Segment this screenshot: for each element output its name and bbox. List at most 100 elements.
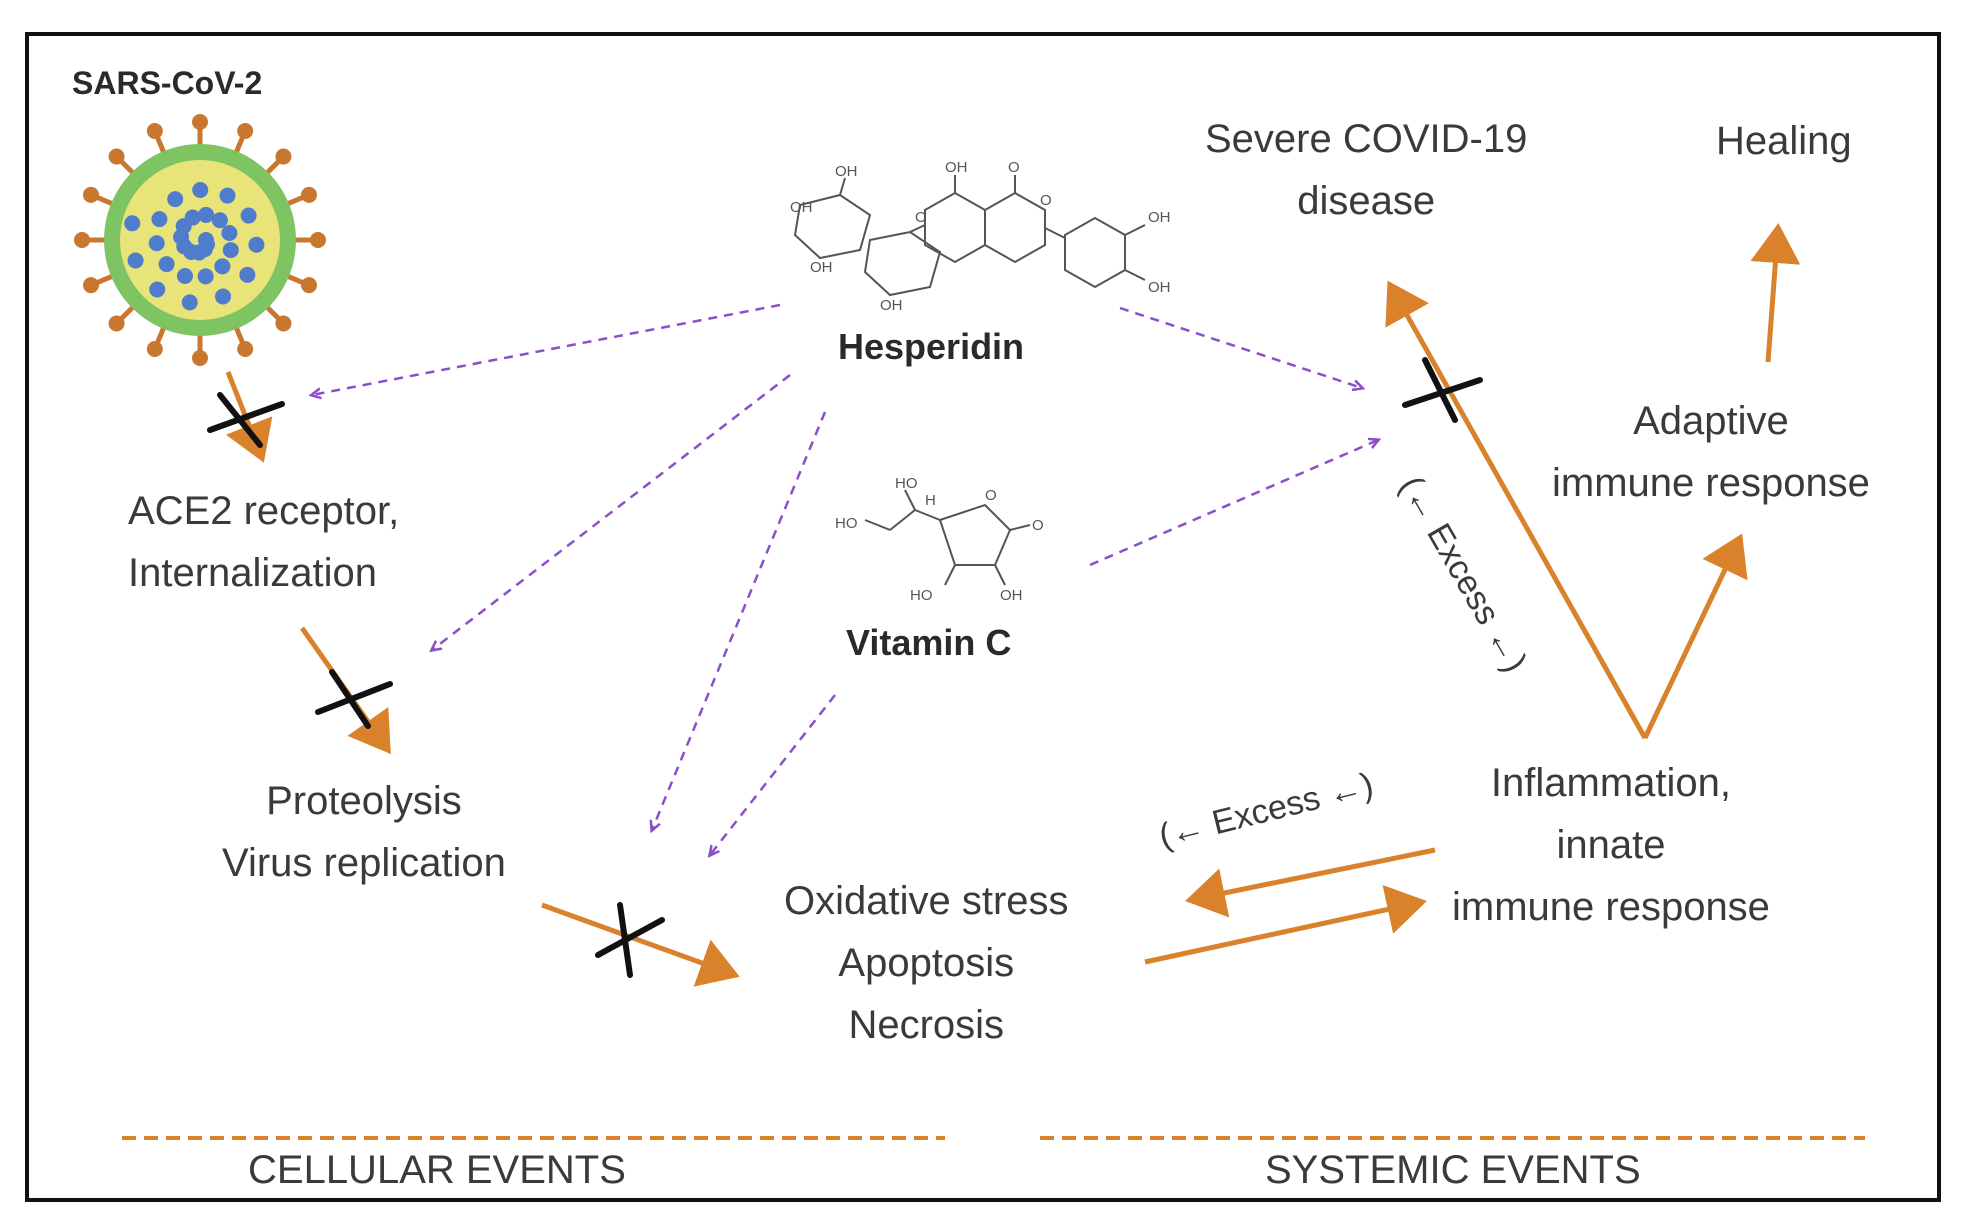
hesperidin-to-severe-arrow [1119, 306, 1362, 388]
atom-label: O [1008, 159, 1020, 176]
node-proteolysis-line-0: Proteolysis [266, 779, 462, 823]
atom-label: OH [835, 163, 858, 180]
hesperidin-to-ace2-arrow [312, 303, 781, 395]
virus-rna-dot [127, 252, 144, 269]
atom-label: OH [810, 259, 833, 276]
virus-rna-dot [158, 256, 175, 273]
virus-spike-tip [275, 315, 292, 332]
node-severe-line-1: disease [1297, 179, 1436, 223]
node-ace2-line-0: ACE2 receptor, [128, 489, 400, 533]
virus-rna-dot [167, 191, 184, 208]
virus-rna-dot [248, 236, 265, 253]
hesperidin-label: Hesperidin [838, 326, 1025, 367]
virus-spike-tip [192, 350, 208, 366]
virus-rna-dot [181, 294, 198, 311]
virus-spike-tip [192, 114, 208, 130]
virus-spike-tip [108, 315, 125, 332]
atom-label: OH [1148, 279, 1171, 296]
virus-label: SARS-CoV-2 [72, 65, 263, 101]
node-inflammation-line-1: innate [1556, 823, 1666, 867]
virus-rna-dot [192, 182, 209, 199]
virus-spike-tip [108, 148, 125, 165]
atom-label: H [925, 492, 936, 509]
virus-spike-tip [146, 341, 163, 358]
hesperidin-to-proteolysis-arrow [432, 374, 791, 650]
virus-spike-tip [82, 277, 99, 294]
node-inflammation-line-2: immune response [1452, 885, 1770, 929]
atom-label: OH [880, 297, 903, 314]
block-mark-proteolysis-oxidative [595, 902, 665, 978]
node-healing-line-0: Healing [1716, 119, 1852, 163]
virus-rna-dot [221, 225, 238, 242]
node-oxidative-line-0: Oxidative stress [784, 879, 1069, 923]
vitamin-c-label: Vitamin C [846, 622, 1012, 663]
hesperidin-to-replication-arrow [652, 411, 827, 830]
atom-label: O [1032, 517, 1044, 534]
atom-label: OH [945, 159, 968, 176]
cellular-events-label: CELLULAR EVENTS [248, 1148, 626, 1192]
arrow-inflammation-to-severe [1385, 280, 1648, 740]
virus-rna-dot [239, 266, 256, 283]
diagram-frame [25, 32, 1941, 1202]
virus-spike-tip [275, 148, 292, 165]
atom-label: O [915, 209, 927, 226]
virus-rna-dot [240, 207, 257, 224]
atom-label: OH [790, 199, 813, 216]
virus-spike-tip [82, 186, 99, 203]
node-inflammation-line-0: Inflammation, [1490, 761, 1732, 805]
virus-spike-tip [74, 232, 90, 248]
atom-label: O [1040, 192, 1052, 209]
virus-rna-dot [215, 288, 232, 305]
node-adaptive-line-0: Adaptive [1633, 399, 1789, 443]
purple-dashed-arrows [312, 303, 1378, 855]
virus-spike-tip [146, 122, 163, 139]
atom-label: O [985, 487, 997, 504]
virus-rna-dot [151, 211, 168, 228]
node-ace2-line-1: Internalization [128, 551, 378, 595]
virus-rna-dot [184, 209, 201, 226]
virus-rna-dot [198, 206, 215, 223]
arrow-proteolysis-to-oxidative [541, 902, 740, 987]
virus-rna-dot [148, 235, 165, 252]
virus-rna-dot [222, 242, 239, 259]
systemic-events-label: SYSTEMIC EVENTS [1265, 1148, 1641, 1192]
sars-cov-2-virus-icon [74, 114, 326, 366]
arrow-inflammation-to-adaptive [1642, 533, 1748, 740]
virus-rna-dot [124, 215, 141, 232]
virus-rna-dot [219, 187, 236, 204]
node-adaptive: Adaptive immune response [1552, 390, 1870, 514]
node-oxidative-line-1: Apoptosis [838, 941, 1015, 985]
hesperidin-molecule-icon [793, 175, 1146, 297]
node-inflammation: Inflammation, innate immune response [1452, 752, 1770, 938]
atom-label: HO [835, 515, 858, 532]
virus-rna-dot [197, 268, 214, 285]
block-mark-virus-ace2 [207, 392, 285, 448]
virus-rna-dot [176, 267, 193, 284]
node-healing: Healing [1716, 110, 1852, 172]
virus-spike-tip [237, 122, 254, 139]
block-marks [207, 357, 1483, 978]
virus-spike-tip [237, 341, 254, 358]
virus-rna-dot [211, 212, 228, 229]
virus-spike-tip [301, 186, 318, 203]
arrow-adaptive-to-healing [1750, 223, 1801, 363]
vitamin-c-to-oxidative-arrow [710, 694, 836, 855]
virus-rna-dot [214, 258, 231, 275]
atom-label: HO [910, 587, 933, 604]
node-adaptive-line-1: immune response [1552, 461, 1870, 505]
block-mark-inflammation-severe [1402, 357, 1483, 423]
virus-rna-dot [149, 281, 166, 298]
block-mark-ace2-proteolysis [315, 669, 393, 729]
atom-label: HO [895, 475, 918, 492]
vitamin-c-to-severe-arrow [1089, 440, 1378, 567]
node-ace2: ACE2 receptor, Internalization [128, 480, 399, 604]
node-proteolysis-line-1: Virus replication [222, 841, 506, 885]
arrow-inflammation-to-oxidative [1185, 847, 1436, 918]
node-oxidative-line-2: Necrosis [848, 1003, 1005, 1047]
atom-label: OH [1000, 587, 1023, 604]
